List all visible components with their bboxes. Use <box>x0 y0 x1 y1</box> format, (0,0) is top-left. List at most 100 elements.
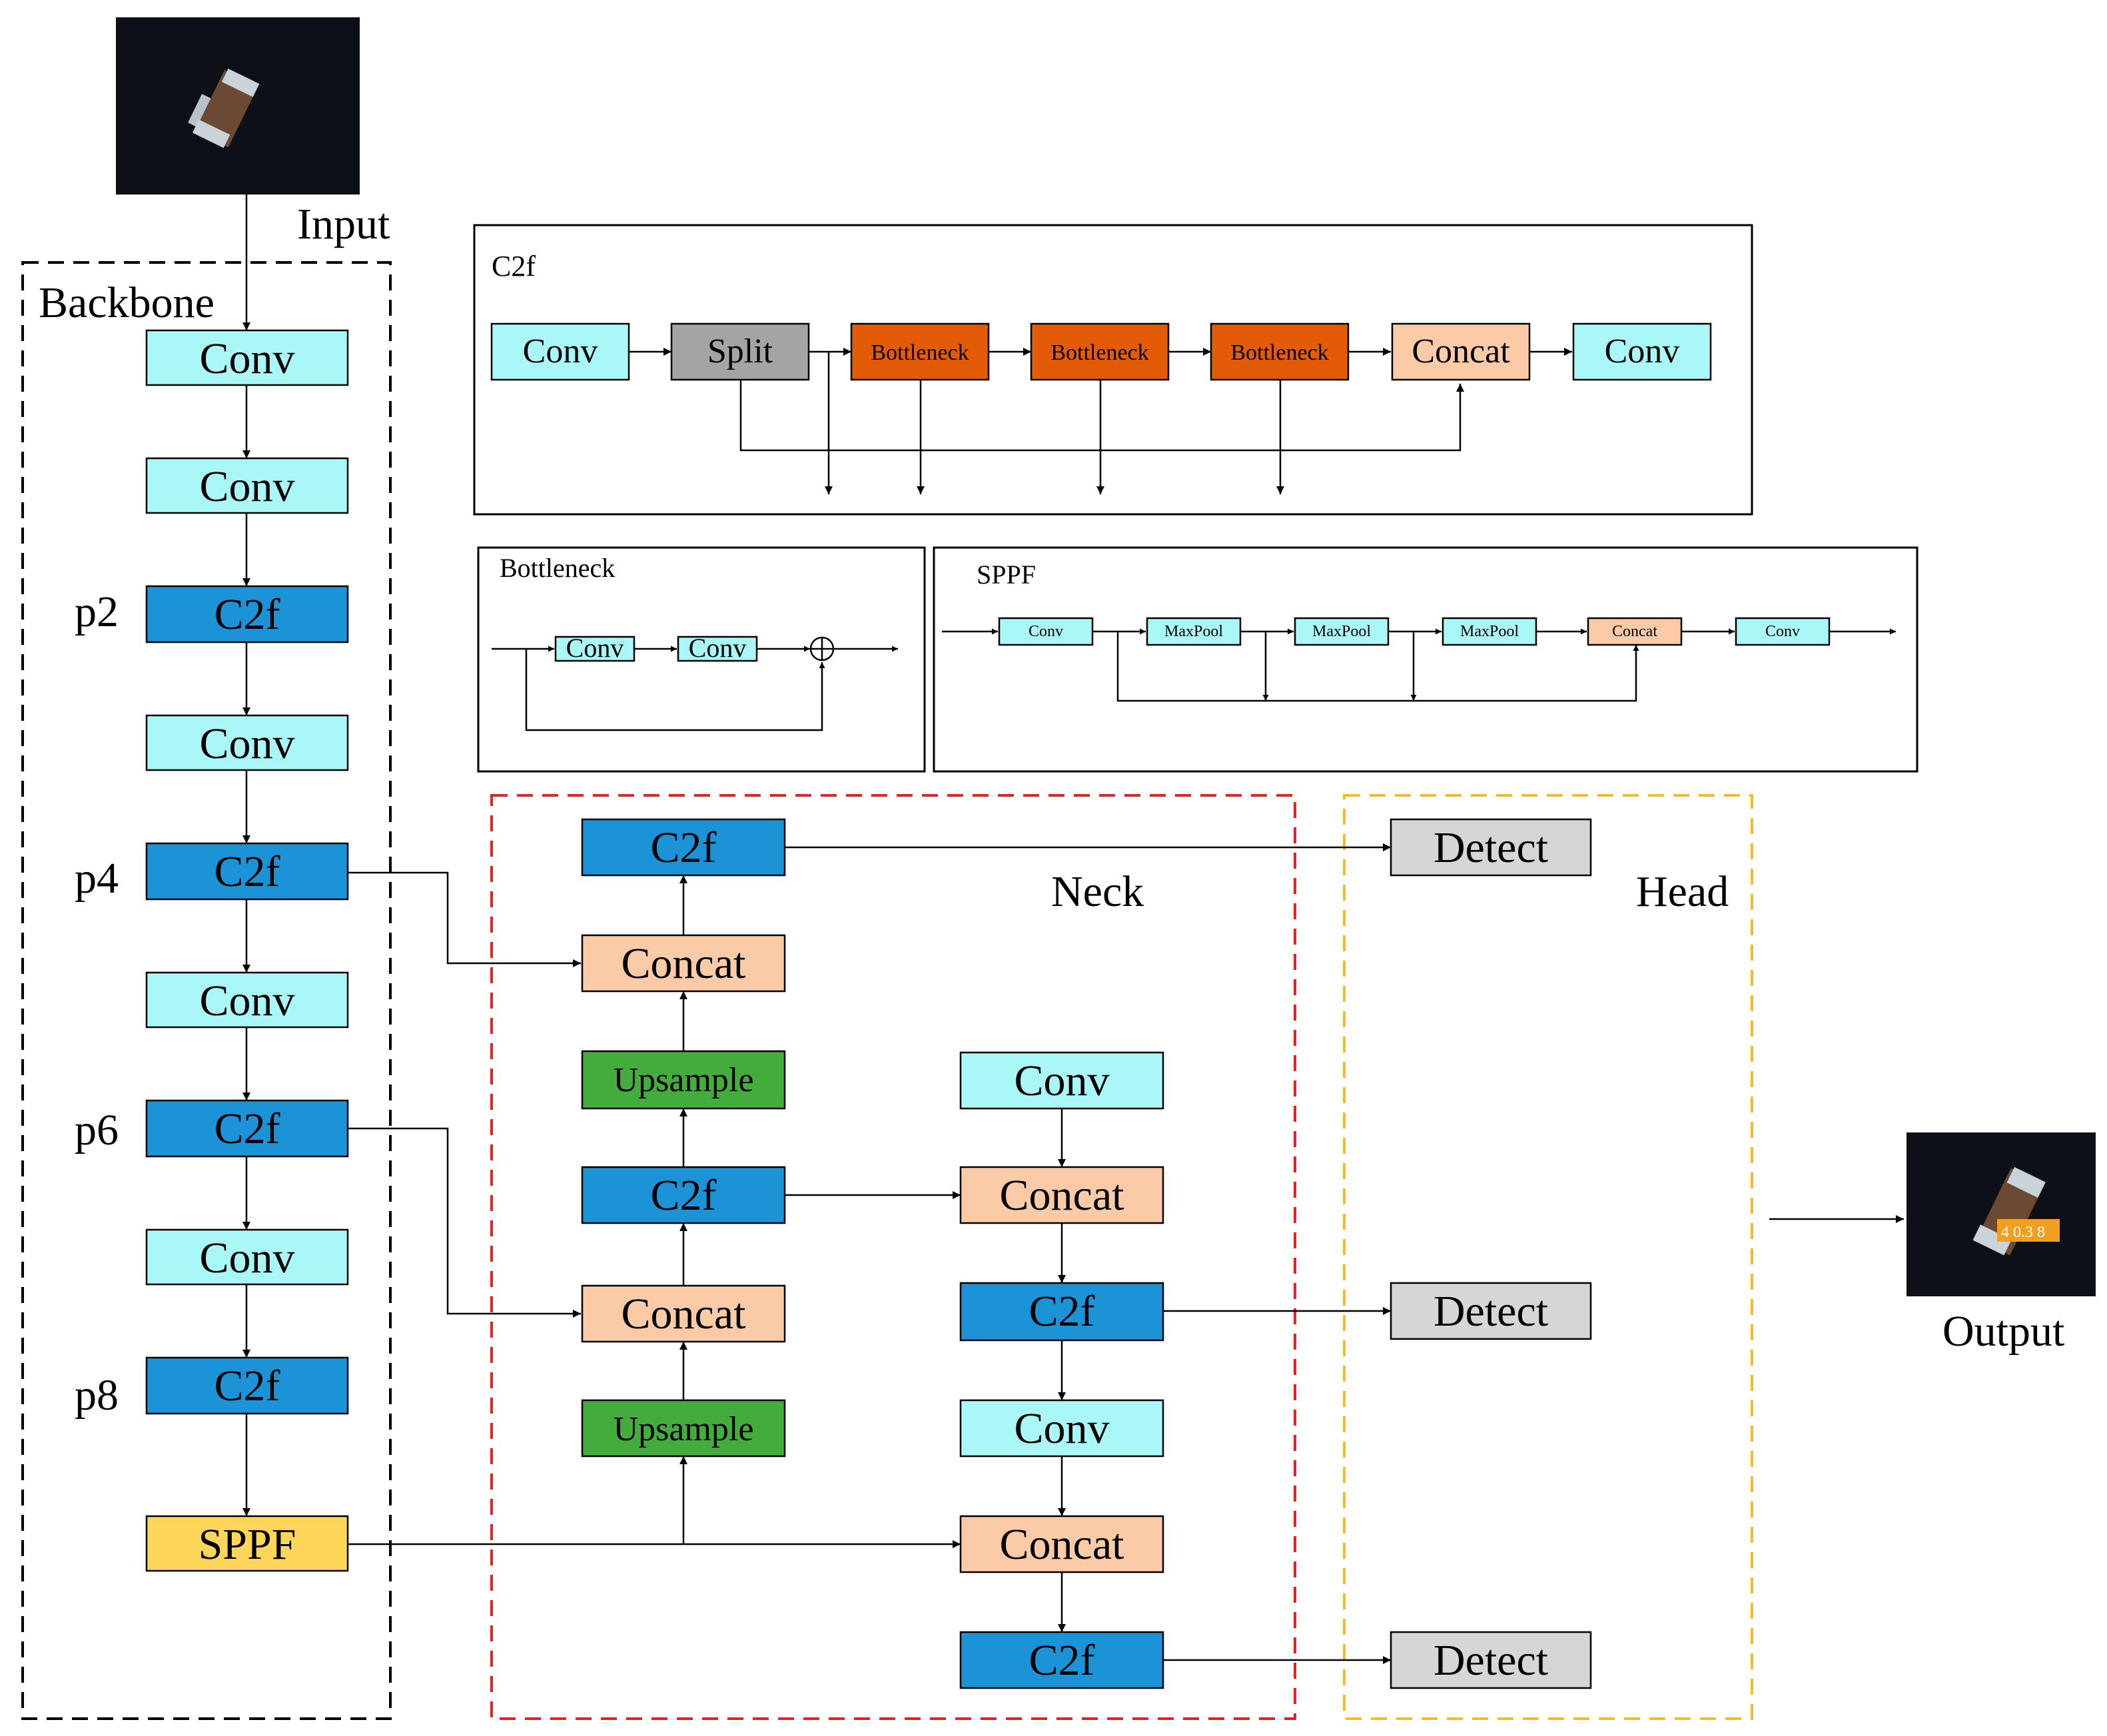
neck-conv-right-top: Conv <box>959 1051 1164 1110</box>
neck-label: Neck <box>1051 867 1144 916</box>
svg-text:Detect: Detect <box>1434 1287 1548 1336</box>
neck-c2f-right-mid: C2f <box>959 1282 1164 1342</box>
bottleneck-panel-conv-1: Conv <box>554 633 635 663</box>
svg-text:Concat: Concat <box>1000 1520 1124 1569</box>
stage-label-p6: p6 <box>75 1106 119 1154</box>
svg-text:Concat: Concat <box>1000 1171 1124 1220</box>
svg-text:MaxPool: MaxPool <box>1164 623 1223 640</box>
svg-text:Bottleneck: Bottleneck <box>1051 340 1148 365</box>
c2f-panel-concat: Concat <box>1391 322 1531 381</box>
stage-label-p8: p8 <box>75 1371 119 1420</box>
svg-text:C2f: C2f <box>651 823 717 872</box>
c2f-panel-conv-in: Conv <box>490 322 630 381</box>
backbone-label: Backbone <box>39 278 214 327</box>
sppf-panel-conv-out: Conv <box>1735 617 1831 646</box>
output-badge: 4 0.3 8 <box>2001 1224 2045 1241</box>
neck-upsample-bottom: Upsample <box>581 1399 786 1458</box>
backbone-c2f-p8: C2f <box>145 1356 349 1415</box>
svg-text:Concat: Concat <box>622 1290 746 1338</box>
neck-region <box>490 794 1296 1720</box>
neck-c2f-right-bottom: C2f <box>959 1631 1164 1689</box>
svg-text:Conv: Conv <box>689 633 747 663</box>
backbone-conv-4: Conv <box>145 971 349 1029</box>
head-detect-mid: Detect <box>1390 1282 1592 1340</box>
stage-label-p4: p4 <box>75 854 119 903</box>
svg-text:Detect: Detect <box>1434 823 1548 872</box>
output-image <box>1906 1132 2096 1296</box>
backbone-c2f-p4: C2f <box>145 842 349 901</box>
svg-text:Upsample: Upsample <box>614 1410 754 1448</box>
svg-text:Conv: Conv <box>523 332 598 370</box>
svg-text:Conv: Conv <box>1014 1057 1109 1105</box>
sppf-panel-concat: Concat <box>1587 617 1683 646</box>
svg-text:C2f: C2f <box>214 1362 280 1410</box>
backbone-conv-2: Conv <box>145 457 349 514</box>
neck-concat-right-top: Concat <box>959 1166 1164 1224</box>
c2f-panel-split: Split <box>670 322 810 381</box>
backbone-conv-3: Conv <box>145 714 349 771</box>
svg-text:Bottleneck: Bottleneck <box>871 340 969 365</box>
svg-text:Bottleneck: Bottleneck <box>1230 340 1328 365</box>
svg-text:MaxPool: MaxPool <box>1312 623 1371 640</box>
sppf-detail-panel: SPPF Conv MaxPool MaxPool MaxPo <box>933 546 1918 773</box>
svg-text:C2f: C2f <box>214 590 280 639</box>
neck-connections <box>348 843 1904 1664</box>
stage-label-p2: p2 <box>75 588 119 636</box>
backbone-c2f-p6: C2f <box>145 1099 349 1158</box>
neck-concat-mid: Concat <box>581 1284 786 1343</box>
neck-conv-right-bottom: Conv <box>959 1399 1164 1458</box>
neck-c2f-mid: C2f <box>581 1166 786 1224</box>
svg-text:Detect: Detect <box>1434 1636 1548 1685</box>
svg-text:C2f: C2f <box>1029 1287 1095 1336</box>
svg-text:Conv: Conv <box>1765 623 1800 640</box>
svg-text:C2f: C2f <box>214 847 280 896</box>
c2f-panel-title: C2f <box>492 250 536 282</box>
svg-text:Conv: Conv <box>1029 623 1063 640</box>
neck-upsample-top: Upsample <box>581 1050 786 1110</box>
backbone-region <box>21 261 392 1720</box>
svg-text:Split: Split <box>707 332 773 370</box>
svg-text:Concat: Concat <box>622 939 746 988</box>
sppf-panel-maxpool-2: MaxPool <box>1294 617 1390 646</box>
input-label: Input <box>297 200 390 248</box>
head-region <box>1343 794 1753 1720</box>
backbone-c2f-p2: C2f <box>145 585 349 644</box>
svg-text:Conv: Conv <box>1605 332 1680 370</box>
neck-concat-right-bottom: Concat <box>959 1515 1164 1573</box>
svg-text:Conv: Conv <box>1014 1404 1109 1453</box>
svg-text:Conv: Conv <box>199 977 294 1025</box>
head-detect-top: Detect <box>1390 818 1592 877</box>
sppf-panel-conv-in: Conv <box>998 617 1094 646</box>
svg-text:MaxPool: MaxPool <box>1460 623 1519 640</box>
svg-text:SPPF: SPPF <box>199 1520 296 1569</box>
svg-text:Conv: Conv <box>199 462 294 511</box>
svg-text:Conv: Conv <box>199 719 294 768</box>
c2f-panel-bottleneck-1: Bottleneck <box>850 322 990 381</box>
svg-text:C2f: C2f <box>1029 1636 1095 1685</box>
svg-text:Concat: Concat <box>1412 332 1510 370</box>
bottleneck-panel-conv-2: Conv <box>677 633 758 663</box>
svg-text:Concat: Concat <box>1612 623 1657 640</box>
svg-text:Conv: Conv <box>566 633 624 663</box>
svg-text:Conv: Conv <box>199 1234 294 1282</box>
input-image <box>116 17 360 195</box>
head-detect-bottom: Detect <box>1390 1631 1592 1689</box>
c2f-panel-conv-out: Conv <box>1572 322 1712 381</box>
backbone-sppf: SPPF <box>145 1515 349 1572</box>
output-label: Output <box>1942 1307 2064 1356</box>
c2f-panel-bottleneck-3: Bottleneck <box>1210 322 1350 381</box>
bottleneck-panel-title: Bottleneck <box>500 553 615 583</box>
head-label: Head <box>1636 867 1729 916</box>
sppf-panel-title: SPPF <box>977 560 1036 590</box>
svg-text:Conv: Conv <box>199 334 294 383</box>
svg-text:C2f: C2f <box>651 1171 717 1220</box>
bottleneck-detail-panel: Bottleneck Conv Conv <box>477 546 926 773</box>
neck-c2f-top: C2f <box>581 818 786 877</box>
svg-text:Upsample: Upsample <box>614 1061 754 1099</box>
backbone-conv-5: Conv <box>145 1228 349 1286</box>
backbone-conv-1: Conv <box>145 329 349 386</box>
neck-concat-top: Concat <box>581 934 786 993</box>
sppf-panel-maxpool-1: MaxPool <box>1146 617 1242 646</box>
c2f-panel-bottleneck-2: Bottleneck <box>1030 322 1170 381</box>
